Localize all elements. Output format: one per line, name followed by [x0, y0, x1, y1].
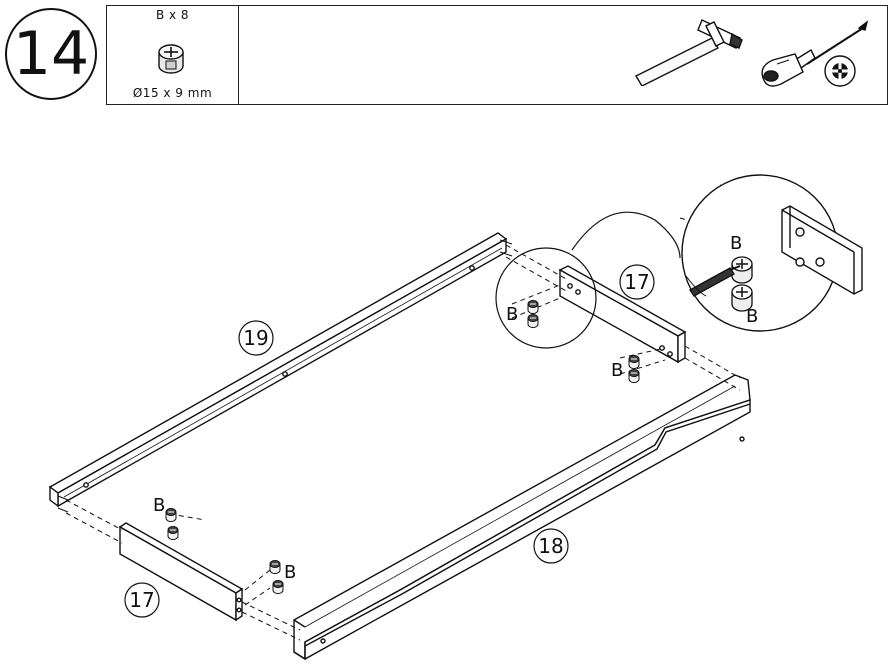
part-number-19-circle: 19	[238, 320, 274, 356]
part-number-17-right: 17	[624, 270, 649, 294]
fastener-label-middle-right: B	[611, 360, 623, 381]
zoom-screwdriver	[685, 265, 741, 297]
cam-lock-icon	[158, 44, 184, 74]
fastener-label-zoom-lower: B	[746, 306, 758, 327]
phillips-bit-icon	[824, 55, 856, 87]
fastener-label-zoom-upper: B	[730, 233, 742, 254]
panel-17-left	[118, 522, 244, 622]
part-number-17-left-circle: 17	[124, 582, 160, 618]
part-number-18-circle: 18	[533, 528, 569, 564]
parts-tools-panel: B x 8 Ø15 x 9 mm	[106, 5, 888, 105]
hammer-icon	[635, 19, 743, 86]
fastener-label-top-right: B	[506, 304, 518, 325]
part-number-17-left: 17	[129, 588, 154, 612]
part-number-19: 19	[243, 326, 268, 350]
zoom-panel	[781, 205, 863, 295]
part-b-cell: B x 8 Ø15 x 9 mm	[107, 6, 239, 104]
part-number-17-right-circle: 17	[619, 264, 655, 300]
panel-19	[48, 232, 508, 508]
part-number-18: 18	[538, 534, 563, 558]
part-b-dimension: Ø15 x 9 mm	[132, 86, 213, 100]
fastener-label-left-upper: B	[153, 495, 165, 516]
pin-holes-19	[57, 239, 513, 513]
detail-circle-small	[495, 247, 597, 349]
screwdriver-icon	[761, 20, 869, 87]
panel-18	[293, 374, 751, 661]
panel-17-right	[558, 265, 687, 364]
fastener-label-left-lower: B	[284, 562, 296, 583]
part-b-quantity: B x 8	[155, 8, 190, 22]
step-number: 14	[5, 8, 97, 100]
